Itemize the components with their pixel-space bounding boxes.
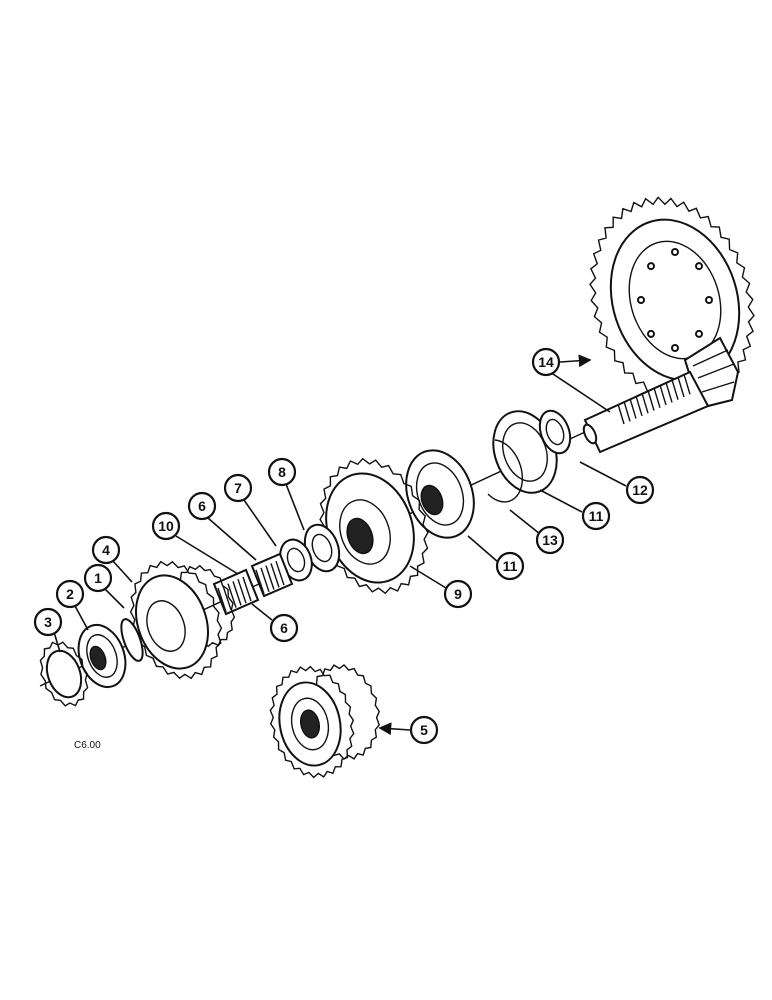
callout-3: 3 <box>33 607 63 637</box>
crown-bolt-hole <box>647 329 655 338</box>
svg-text:7: 7 <box>234 480 242 496</box>
crown-bolt-hole <box>637 296 645 304</box>
svg-text:11: 11 <box>503 558 518 574</box>
gear-9 <box>319 457 429 595</box>
shaft-spline <box>629 398 637 419</box>
shaft-spline <box>623 401 631 422</box>
thrust-washer <box>538 409 572 455</box>
needle-roller <box>270 563 280 588</box>
svg-text:13: 13 <box>542 532 558 548</box>
callout-5: 5 <box>409 715 439 745</box>
svg-text:10: 10 <box>158 518 174 534</box>
needle-roller <box>275 560 285 586</box>
pinion-shaft <box>582 370 710 454</box>
crown-bolt-hole <box>705 296 713 304</box>
needle-roller <box>242 576 252 602</box>
needle-roller <box>237 578 247 604</box>
callout-13: 13 <box>535 525 565 555</box>
callout-7: 7 <box>223 473 253 503</box>
callout-11-lower: 11 <box>495 551 525 581</box>
svg-text:5: 5 <box>420 722 428 738</box>
needle-roller <box>265 565 275 590</box>
callout-6-lower: 6 <box>269 613 299 643</box>
svg-text:11: 11 <box>589 508 604 524</box>
callout-2: 2 <box>55 579 85 609</box>
shaft-spline <box>659 384 667 406</box>
shaft-spline <box>683 374 691 395</box>
collar-1 <box>120 618 144 662</box>
needle-roller <box>217 587 227 613</box>
svg-text:6: 6 <box>280 620 288 636</box>
needle-roller <box>222 585 232 611</box>
svg-text:1: 1 <box>94 570 102 586</box>
shaft-spline <box>665 382 673 403</box>
crown-bolt-hole <box>695 262 703 271</box>
synchro-ring-2 <box>77 624 127 688</box>
shaft-spline <box>677 376 685 398</box>
crown-bolt-hole <box>647 262 655 271</box>
svg-text:2: 2 <box>66 586 74 602</box>
svg-text:14: 14 <box>538 354 554 370</box>
shaft-spline <box>647 390 655 411</box>
callout-11-upper: 11 <box>581 501 611 531</box>
shaft-spline <box>671 379 679 400</box>
circlip <box>487 439 524 503</box>
callout-1: 1 <box>83 563 113 593</box>
needle-roller <box>260 567 270 593</box>
needle-roller <box>232 581 242 606</box>
callout-6-upper: 6 <box>187 491 217 521</box>
crown-bolt-hole <box>671 248 679 256</box>
svg-text:3: 3 <box>44 614 52 630</box>
needle-roller <box>227 583 237 608</box>
svg-text:8: 8 <box>278 464 286 480</box>
figure-code: C6.00 <box>74 740 101 751</box>
crown-bolt-hole <box>671 344 679 352</box>
shaft-spline <box>641 392 649 414</box>
shaft-spline <box>653 387 661 409</box>
shaft-spline <box>617 403 625 425</box>
svg-text:4: 4 <box>102 542 110 558</box>
shaft-spline <box>635 395 643 417</box>
gear-5 <box>269 663 380 779</box>
callout-4: 4 <box>91 535 121 565</box>
callout-9: 9 <box>443 579 473 609</box>
callout-10: 10 <box>151 511 181 541</box>
callout-12: 12 <box>625 475 655 505</box>
small-gear-3 <box>39 641 89 707</box>
svg-text:12: 12 <box>632 482 648 498</box>
svg-text:9: 9 <box>454 586 462 602</box>
needle-bearing <box>212 552 294 616</box>
leader-lines <box>53 354 627 736</box>
svg-text:6: 6 <box>198 498 206 514</box>
crown-bolt-hole <box>695 329 703 338</box>
callout-14: 14 <box>531 347 561 377</box>
needle-roller <box>255 569 265 595</box>
callout-8: 8 <box>267 457 297 487</box>
